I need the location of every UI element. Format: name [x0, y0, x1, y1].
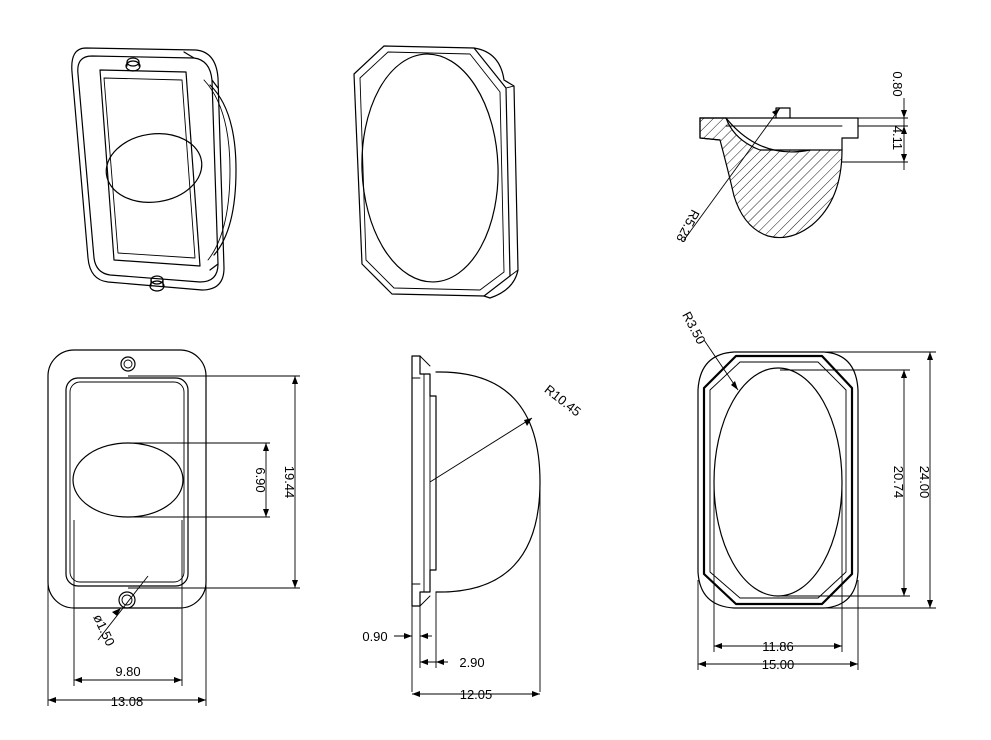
dim-top-right-height: 4.11: [890, 126, 905, 150]
dim-side-radius: R10.45: [542, 382, 584, 420]
dim-top-right-radius: R5.28: [673, 207, 703, 245]
dim-side-total: 12.05: [460, 687, 493, 702]
dim-side-base: 2.90: [459, 655, 484, 670]
back-view: [697, 339, 936, 670]
dim-front-hole-dia: ø1.50: [90, 612, 118, 648]
front-view: [47, 349, 300, 706]
dim-front-inner-width: 9.80: [115, 664, 140, 679]
dim-front-hole-pitch: 19.44: [282, 466, 297, 499]
dim-top-right-thickness: 0.80: [890, 71, 905, 96]
dim-back-outer-height: 24.00: [917, 466, 932, 499]
side-view: [394, 355, 541, 697]
dim-back-outer-width: 15.00: [762, 657, 795, 672]
section-view: [683, 98, 908, 241]
iso-view-front: [71, 47, 237, 292]
iso-view-back: [353, 45, 519, 299]
dim-back-corner-radius: R3.50: [679, 309, 709, 347]
dim-back-inner-width: 11.86: [762, 639, 794, 654]
dim-front-outer-width: 13.08: [111, 694, 144, 709]
dim-side-flange: 0.90: [362, 629, 387, 644]
dim-front-lens-height: 6.90: [253, 467, 268, 492]
dim-back-inner-height: 20.74: [891, 466, 906, 499]
